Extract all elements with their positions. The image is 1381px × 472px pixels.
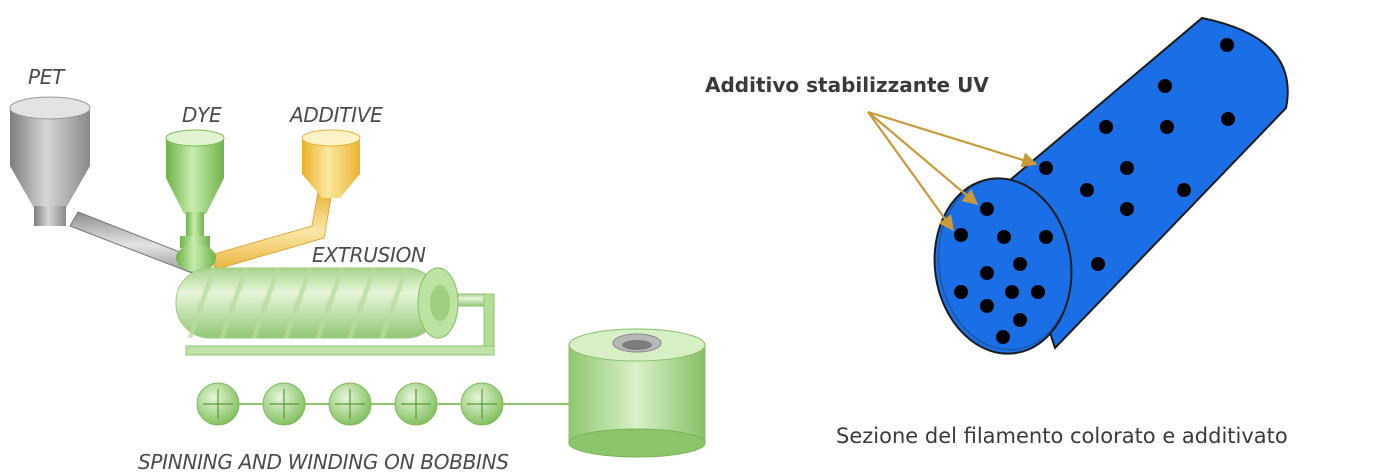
uv-additive-label: Additivo stabilizzante UV — [705, 73, 989, 97]
rail — [185, 345, 495, 356]
additive-label: ADDITIVE — [288, 103, 383, 127]
dye-hopper — [165, 129, 225, 272]
pet-hopper — [9, 96, 206, 279]
roller — [460, 382, 504, 426]
roller — [328, 382, 372, 426]
arrow-3 — [867, 111, 954, 232]
spinning-label: SPINNING AND WINDING ON BOBBINS — [138, 450, 509, 472]
roller — [196, 382, 240, 426]
additive-particles — [954, 38, 1235, 344]
pointer-arrows — [867, 110, 1038, 232]
dye-label: DYE — [182, 103, 222, 127]
extrusion-label: EXTRUSION — [312, 243, 426, 267]
pet-label: PET — [28, 65, 66, 89]
filament-body — [1001, 16, 1289, 350]
roller — [262, 382, 306, 426]
arrow-2 — [867, 111, 979, 205]
roller-row — [196, 382, 578, 426]
extruder-barrel — [175, 267, 495, 347]
bobbin — [568, 328, 706, 458]
roller — [394, 382, 438, 426]
filament-caption: Sezione del filamento colorato e additiv… — [836, 424, 1288, 448]
filament-diagram: Additivo stabilizzante UV Sezione del fi… — [705, 16, 1289, 448]
arrow-1 — [867, 110, 1038, 168]
additive-hopper — [213, 129, 361, 271]
process-diagram: PET DYE ADDITIVE EXTRUSION SPINNING AND … — [9, 65, 706, 472]
